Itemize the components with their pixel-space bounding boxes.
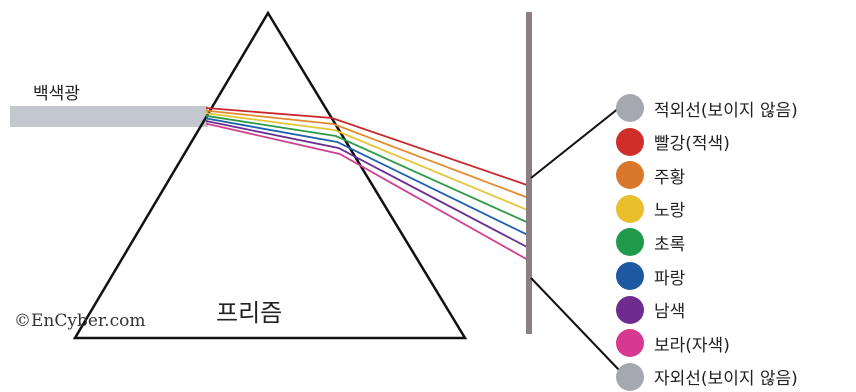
legend-item: 남색 [616, 295, 685, 325]
white-light-label: 백색광 [33, 79, 80, 104]
legend-label: 남색 [654, 297, 685, 322]
legend-item: 적외선(보이지 않음) [616, 93, 798, 123]
color-swatch [616, 262, 644, 290]
legend-label: 적외선(보이지 않음) [654, 96, 798, 121]
color-swatch [616, 161, 644, 189]
legend-label: 초록 [654, 230, 685, 255]
legend-label: 보라(자색) [654, 331, 730, 356]
legend-label: 자외선(보이지 않음) [654, 364, 798, 389]
white-light-beam [10, 106, 208, 127]
legend-label: 파랑 [654, 264, 685, 289]
color-swatch [616, 363, 644, 391]
legend-item: 빨강(적색) [616, 127, 730, 157]
legend-item: 주황 [616, 160, 685, 190]
legend-connector-top [531, 108, 619, 178]
legend-item: 초록 [616, 227, 685, 257]
color-swatch [616, 228, 644, 256]
projection-screen [526, 12, 532, 334]
color-swatch [616, 329, 644, 357]
copyright-label: ©EnCyber.com [14, 311, 145, 331]
color-swatch [616, 296, 644, 324]
color-swatch [616, 195, 644, 223]
legend-item: 자외선(보이지 않음) [616, 362, 798, 392]
legend-item: 파랑 [616, 261, 685, 291]
legend-item: 노랑 [616, 194, 685, 224]
legend-label: 노랑 [654, 196, 685, 221]
prism-label: 프리즘 [216, 293, 282, 328]
color-swatch [616, 128, 644, 156]
spectrum-ray [206, 121, 527, 247]
color-swatch [616, 94, 644, 122]
spectrum-rays [206, 108, 527, 259]
legend-label: 빨강(적색) [654, 129, 730, 154]
legend-connector-bottom [531, 278, 619, 370]
legend-item: 보라(자색) [616, 328, 730, 358]
legend-label: 주황 [654, 163, 685, 188]
